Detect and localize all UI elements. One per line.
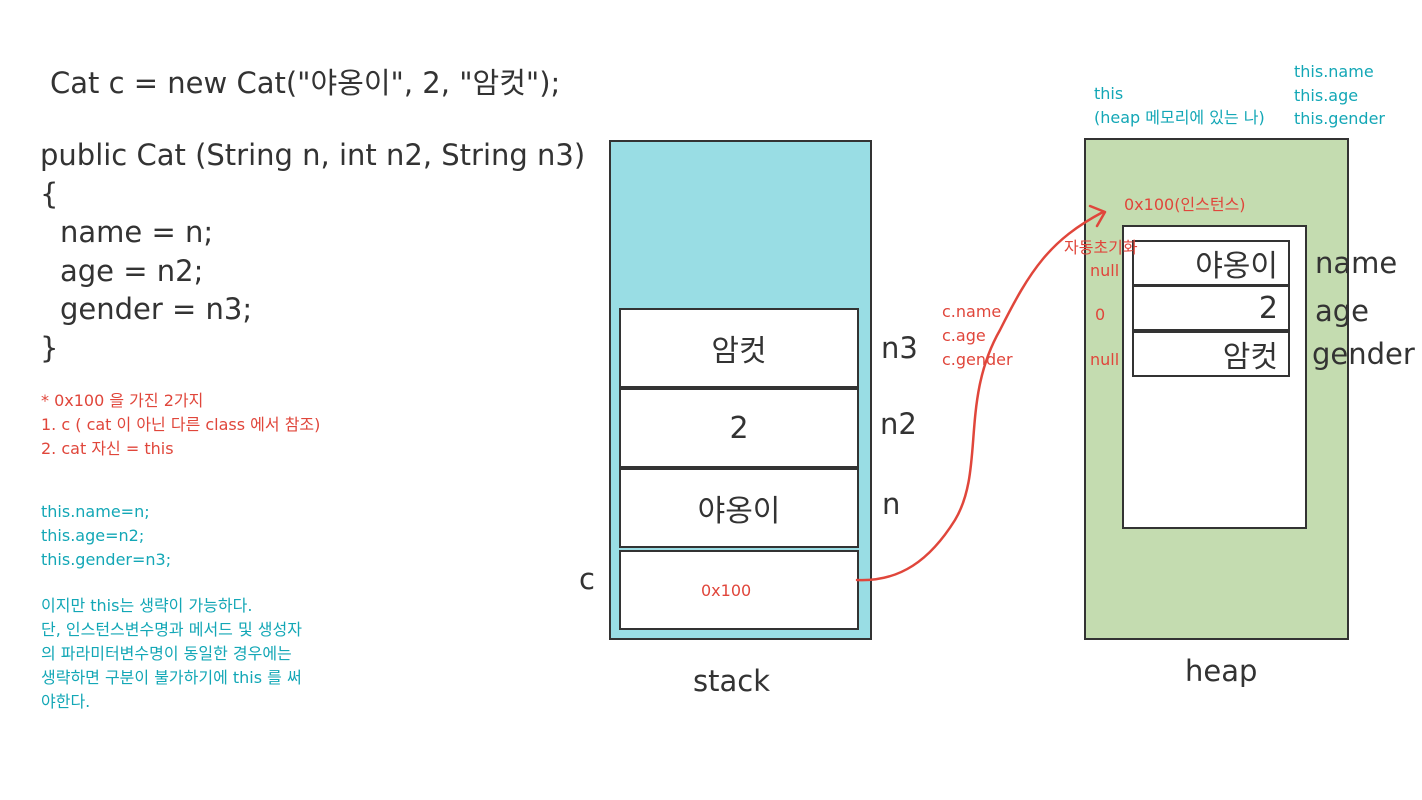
note-this-line: this.name=n;	[41, 502, 150, 521]
code-line: {	[40, 176, 59, 211]
ref-labels: c.name c.age c.gender	[942, 300, 1013, 372]
code-line: public Cat (String n, int n2, String n3)	[40, 138, 586, 172]
constructor-call: Cat c = new Cat("야옹이", 2, "암컷");	[50, 66, 561, 100]
heap-field-age: 2	[1132, 285, 1290, 331]
heap-field-label-age: age	[1315, 294, 1370, 328]
note-explain-line: 야한다.	[41, 692, 91, 711]
heap-field-value: 암컷	[1222, 340, 1278, 375]
stack-cell-n: 야옹이	[619, 468, 859, 548]
code-line: }	[40, 330, 59, 365]
this-desc: (heap 메모리에 있는 나)	[1094, 108, 1265, 127]
heap-field-label-gender: gender	[1312, 337, 1415, 371]
note-explain-line: 이지만 this는 생략이 가능하다.	[41, 596, 253, 615]
note-this-code: this.name=n; this.age=n2; this.gender=n3…	[41, 500, 171, 572]
stack-cell-n2: 2	[619, 388, 859, 468]
stack-cell-value: 야옹이	[697, 494, 781, 529]
reference-arrow-head	[1088, 204, 1107, 228]
stack-var-n3: n3	[881, 331, 918, 365]
code-line: name = n;	[60, 215, 214, 249]
stack-cell-value: 0x100	[701, 580, 752, 600]
note-red-line: 1. c ( cat 이 아닌 다른 class 에서 참조)	[41, 415, 321, 434]
note-red-line: 2. cat 자신 = this	[41, 439, 174, 458]
stack-cell-value: 2	[729, 410, 749, 446]
note-explain-line: 생략하면 구분이 불가하기에 this 를 써	[41, 668, 302, 687]
note-red: * 0x100 을 가진 2가지 1. c ( cat 이 아닌 다른 clas…	[41, 389, 320, 461]
stack-var-n: n	[882, 487, 901, 521]
this-label: this	[1094, 84, 1124, 103]
note-this-line: this.gender=n3;	[41, 550, 172, 569]
note-explain-line: 단, 인스턴스변수명과 메서드 및 생성자	[41, 620, 302, 639]
this-field: this.name	[1294, 62, 1374, 81]
heap-field-value: 야옹이	[1195, 249, 1278, 284]
this-fields: this.name this.age this.gender	[1294, 60, 1385, 131]
stack-cell-c: 0x100	[619, 550, 859, 630]
stack-cell-value: 암컷	[711, 334, 767, 369]
heap-field-value: 2	[1258, 290, 1278, 326]
default-null: null	[1090, 261, 1120, 280]
stack-cell-n3: 암컷	[619, 308, 859, 388]
ref-label: c.gender	[942, 350, 1013, 369]
default-null: null	[1090, 350, 1120, 369]
note-explain-line: 의 파라미터변수명이 동일한 경우에는	[41, 644, 292, 663]
note-this-line: this.age=n2;	[41, 526, 145, 545]
note-explain: 이지만 this는 생략이 가능하다. 단, 인스턴스변수명과 메서드 및 생성…	[41, 594, 302, 714]
this-field: this.gender	[1294, 109, 1385, 128]
this-field: this.age	[1294, 85, 1359, 105]
code-line: gender = n3;	[60, 292, 253, 326]
reference-arrow-line	[855, 210, 1105, 582]
heap-label: heap	[1185, 654, 1258, 688]
stack-var-c: c	[579, 562, 595, 596]
code-line: age = n2;	[60, 253, 204, 288]
note-red-line: * 0x100 을 가진 2가지	[41, 391, 204, 410]
stack-var-n2: n2	[880, 407, 917, 441]
this-label-block: this (heap 메모리에 있는 나)	[1094, 82, 1265, 130]
auto-init-label: 자동초기화	[1064, 238, 1138, 257]
heap-field-gender: 암컷	[1132, 331, 1290, 377]
heap-address: 0x100(인스턴스)	[1124, 195, 1246, 214]
constructor-code: public Cat (String n, int n2, String n3)…	[40, 136, 585, 367]
ref-label: c.name	[942, 302, 1002, 321]
stack-label: stack	[693, 664, 770, 698]
default-zero: 0	[1095, 305, 1106, 324]
ref-label: c.age	[942, 326, 986, 345]
heap-field-label-name: name	[1315, 246, 1398, 280]
